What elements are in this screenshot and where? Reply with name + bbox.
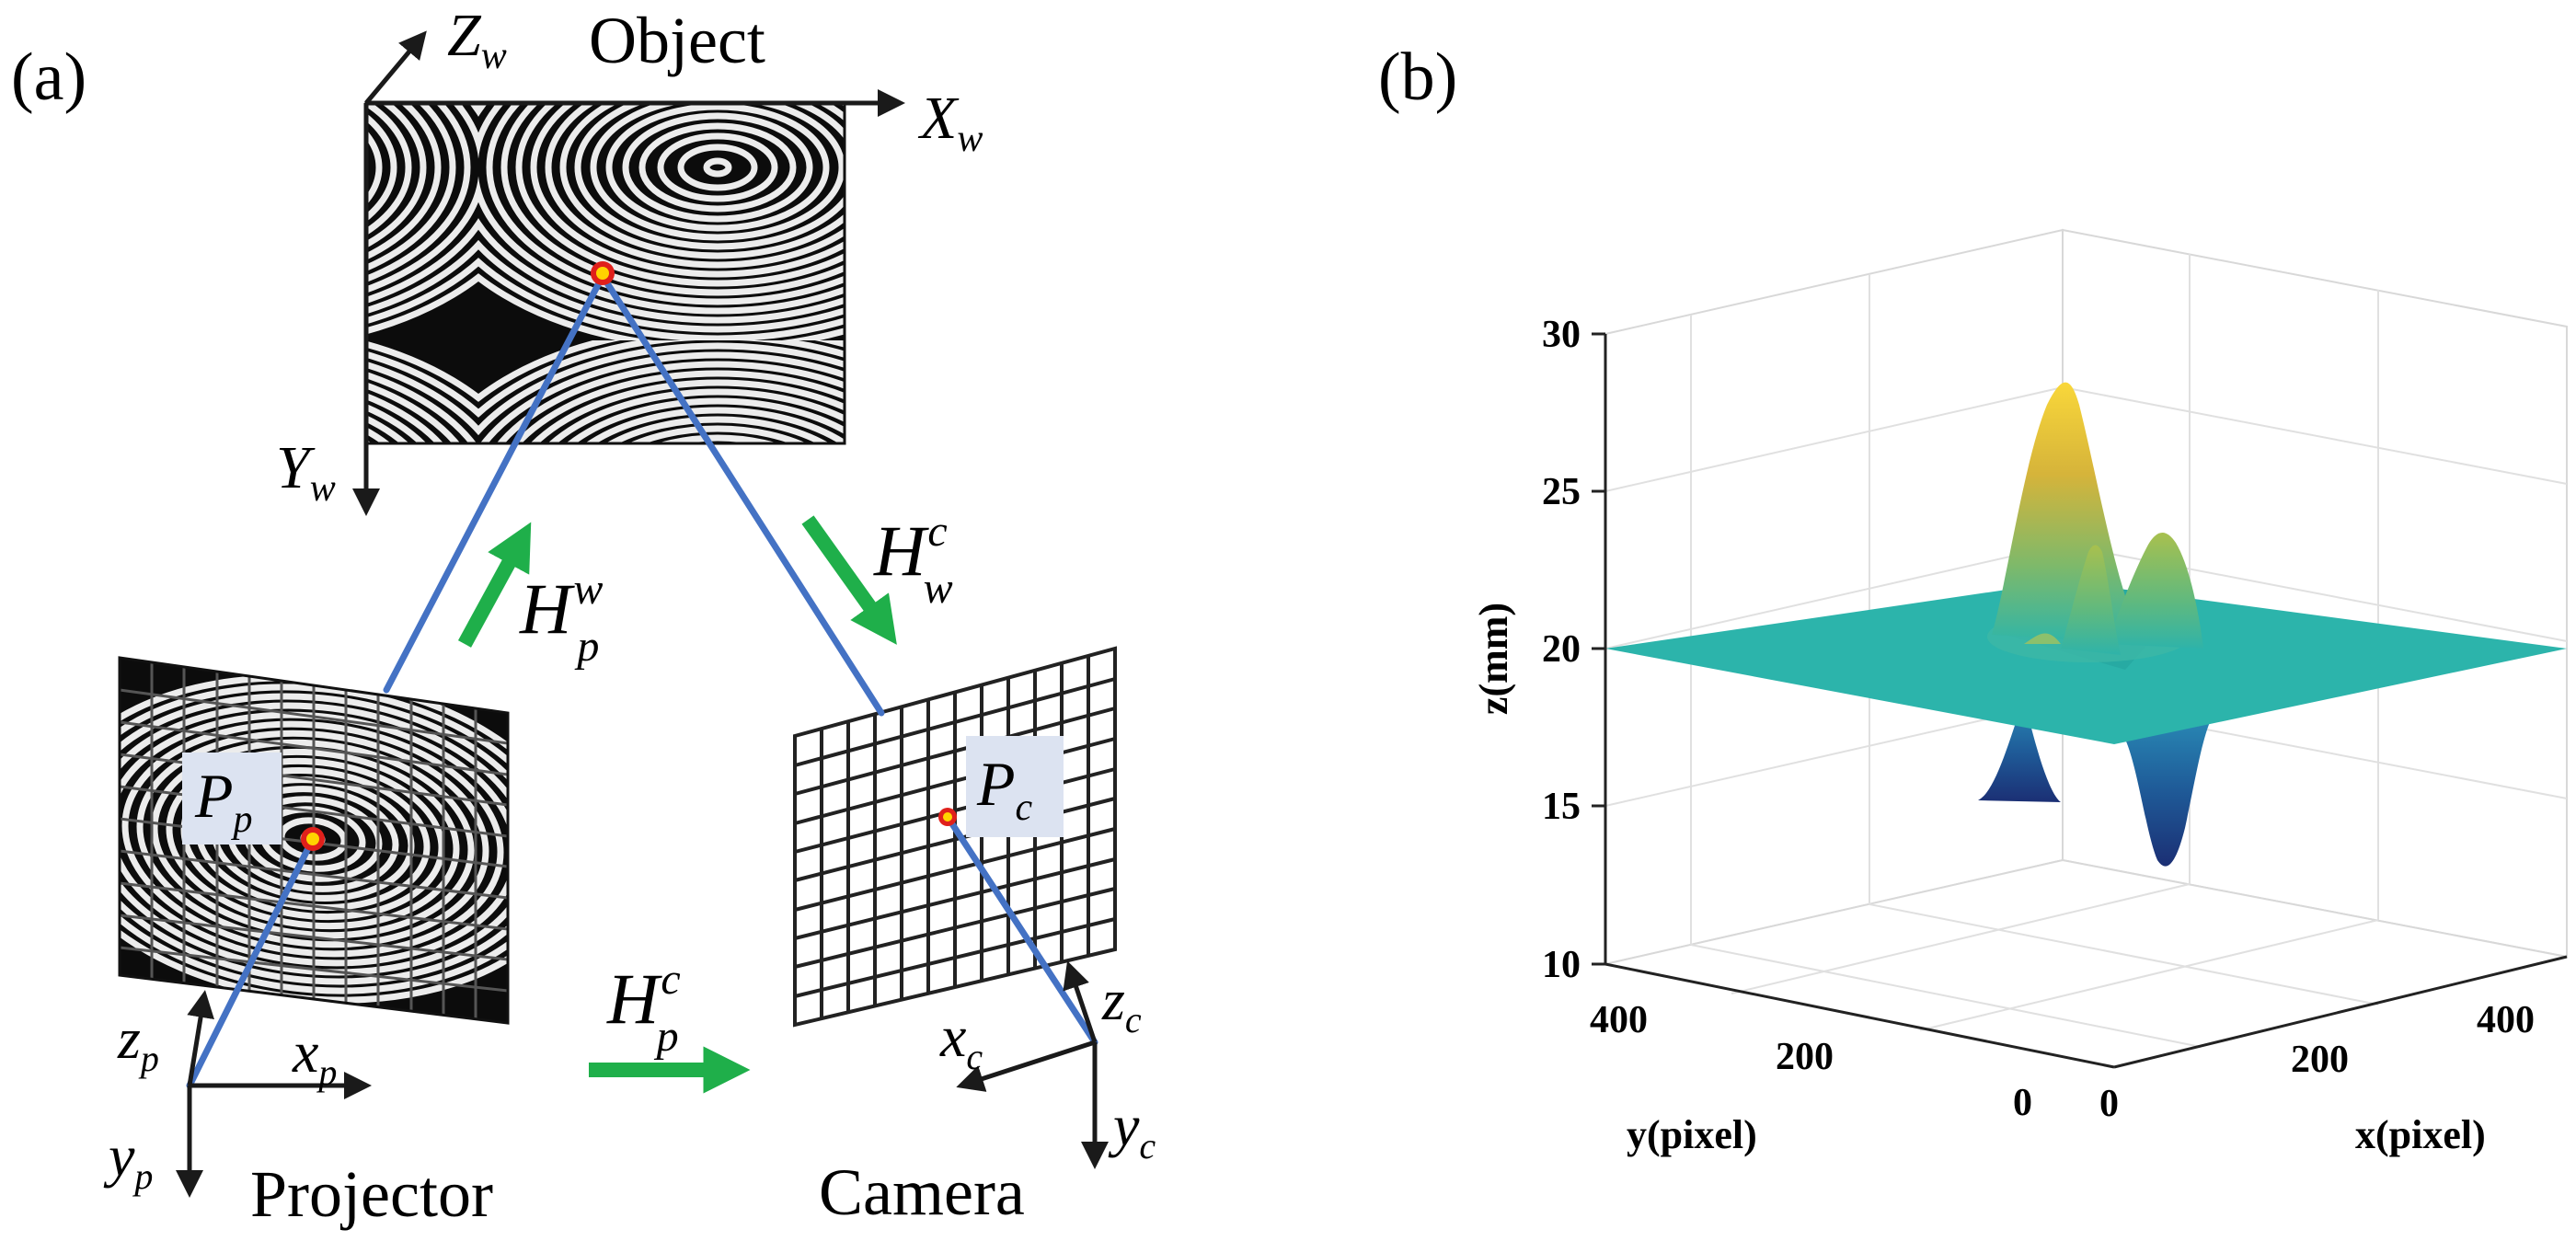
valley-deep (2116, 708, 2217, 867)
panel-a: (a) Object Zw Xw Yw (11, 2, 1156, 1231)
x-axis-label: x(pixel) (2355, 1112, 2486, 1157)
x-tick-label: 200 (2291, 1039, 2349, 1081)
surface-plot (1605, 382, 2567, 867)
peak-mid-right (2107, 532, 2203, 649)
z-tick-labels: 30 25 20 15 10 (1542, 314, 1581, 986)
world-z-axis (364, 30, 427, 105)
camera-z-axis (1063, 960, 1098, 1043)
peak-mid-left (2061, 545, 2121, 655)
svg-text:Pp: Pp (194, 761, 253, 841)
arrow-h-wc (801, 515, 897, 645)
panel-a-label: (a) (11, 40, 86, 115)
camera-z-label: zc (1101, 967, 1142, 1040)
z-tick-label: 20 (1542, 628, 1581, 671)
camera-point (938, 808, 957, 826)
svg-text:Pc: Pc (976, 749, 1033, 829)
rays (186, 272, 1098, 1089)
ray-object-to-camera (599, 272, 885, 717)
z-tick-label: 15 (1542, 786, 1581, 828)
z-axis-ticks (1592, 332, 1605, 966)
world-axes (352, 30, 905, 516)
x-tick-labels: 0 200 400 (2099, 999, 2535, 1125)
surface-plane (1605, 581, 2567, 744)
panel-b: (b) (1378, 40, 2568, 1157)
valley-small (1978, 699, 2061, 802)
camera-x-label: xc (939, 1004, 983, 1077)
camera-y-label: yc (1108, 1093, 1156, 1166)
projector-point-label: Pp (182, 753, 282, 845)
ray-object-to-projector (383, 272, 606, 694)
object-point (591, 261, 615, 285)
camera-point-label: Pc (966, 736, 1064, 837)
x-tick-label: 0 (2099, 1083, 2119, 1125)
ray-projector-point-to-origin (186, 835, 316, 1089)
camera-label: Camera (819, 1155, 1025, 1229)
x-tick-label: 400 (2477, 999, 2535, 1041)
world-y-label: Yw (276, 434, 336, 510)
y-tick-label: 200 (1776, 1036, 1834, 1078)
transform-arrows (457, 515, 897, 1094)
projector-z-label: zp (117, 1005, 159, 1079)
y-tick-label: 400 (1590, 999, 1648, 1041)
world-x-label: Xw (917, 85, 983, 160)
projector-z-axis (187, 990, 214, 1086)
camera-image (793, 646, 1117, 1028)
z-tick-label: 30 (1542, 314, 1581, 356)
y-axis-label: y(pixel) (1627, 1112, 1757, 1157)
projector-label: Projector (250, 1157, 493, 1231)
y-tick-label: 0 (2013, 1082, 2032, 1124)
arrow-h-pw (457, 522, 532, 648)
object-label: Object (589, 4, 765, 77)
projector-axes (176, 990, 372, 1198)
panel-b-label: (b) (1378, 40, 1457, 115)
projector-x-label: xp (292, 1019, 337, 1093)
ray-camera-point-to-origin (944, 813, 1098, 1046)
camera-x-axis (956, 1040, 1096, 1092)
projector-point (301, 827, 325, 851)
camera-axes (956, 960, 1109, 1169)
z-tick-label: 25 (1542, 471, 1581, 513)
z-axis-label: z(mm) (1471, 603, 1516, 715)
z-tick-label: 10 (1542, 944, 1581, 986)
world-z-label: Zw (447, 2, 507, 77)
projector-y-label: yp (103, 1123, 153, 1197)
y-tick-labels: 400 200 0 (1590, 999, 2032, 1124)
